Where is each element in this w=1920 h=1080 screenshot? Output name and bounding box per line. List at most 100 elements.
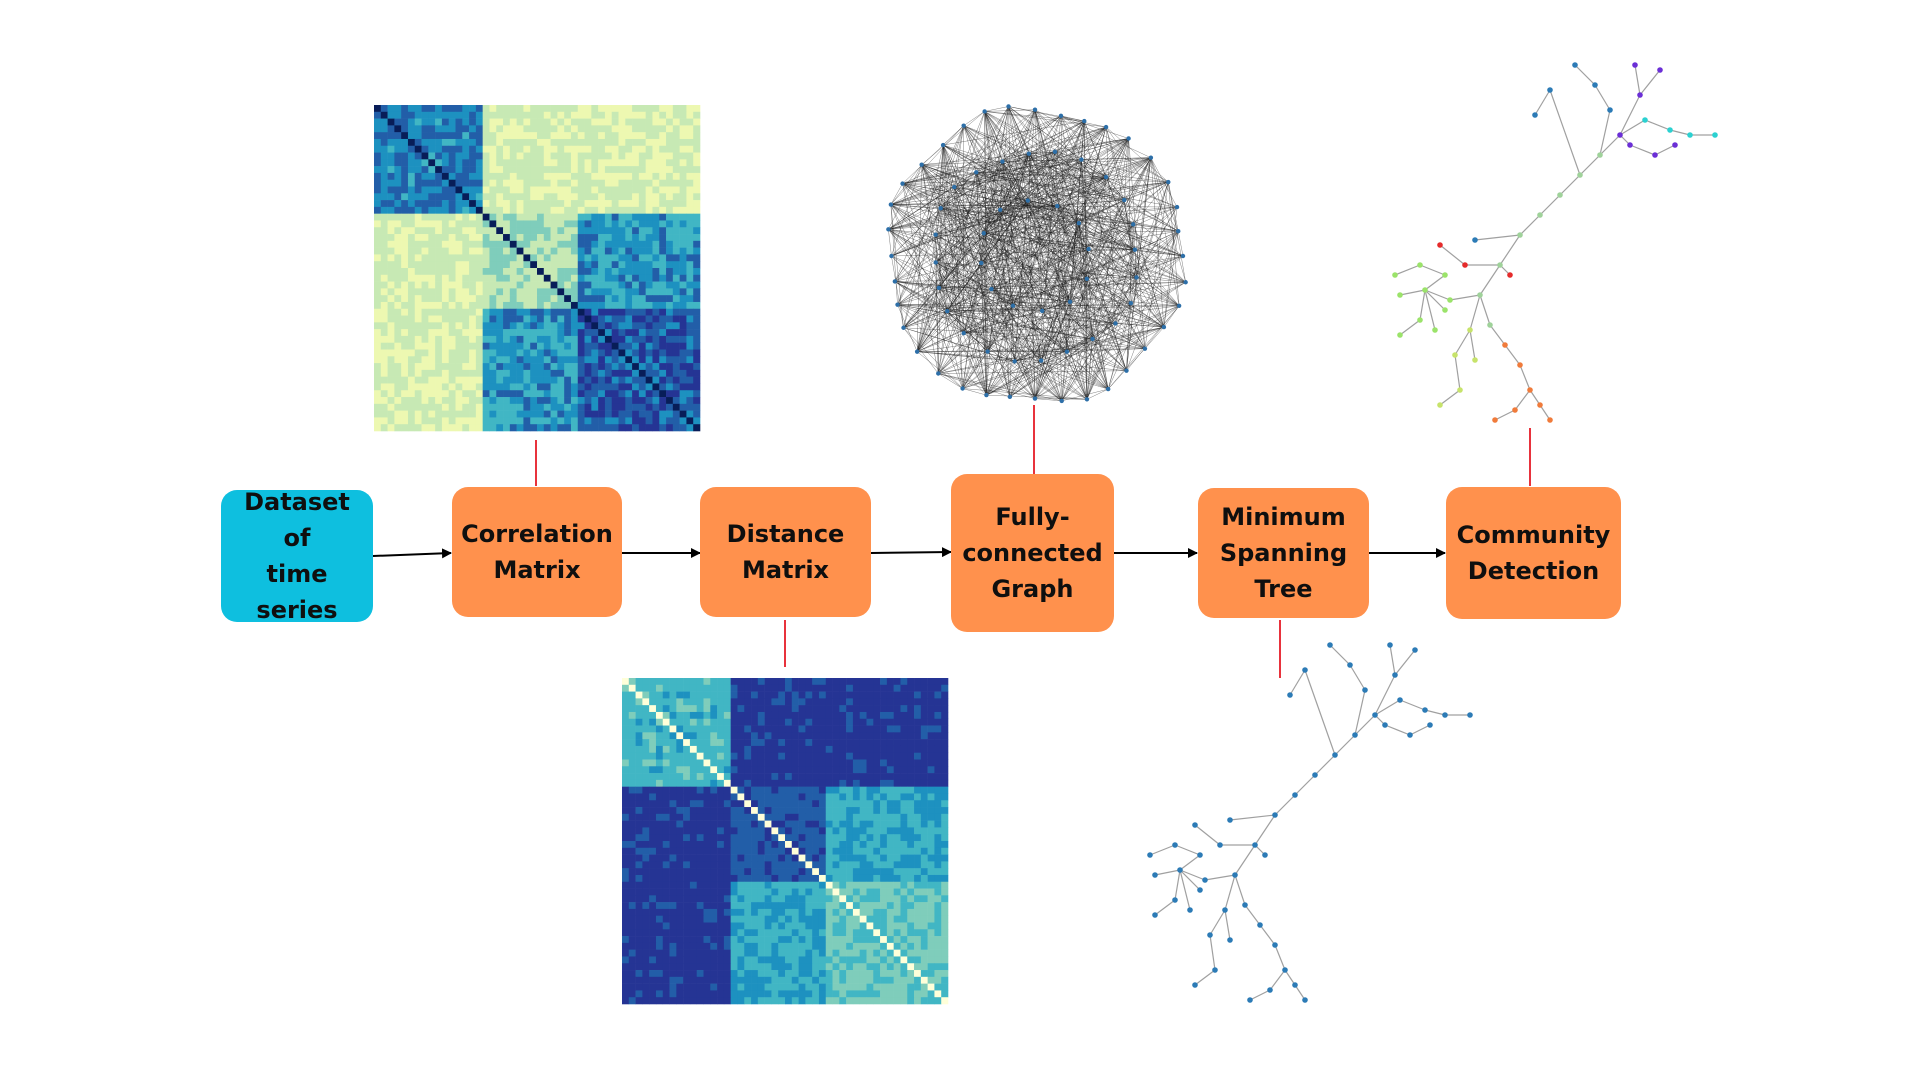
distance-heatmap-cell: [812, 874, 820, 883]
distance-heatmap-cell: [832, 779, 840, 787]
distance-heatmap-cell: [812, 827, 820, 835]
correlation-heatmap-cell: [496, 424, 504, 432]
correlation-heatmap-cell: [604, 118, 613, 126]
correlation-heatmap-cell: [380, 383, 388, 391]
distance-heatmap-cell: [771, 718, 779, 726]
correlation-heatmap-cell: [591, 172, 599, 181]
distance-heatmap-cell: [683, 949, 691, 957]
distance-heatmap-cell: [757, 698, 765, 706]
distance-heatmap-cell: [791, 997, 799, 1005]
distance-heatmap-cell: [825, 793, 833, 801]
distance-heatmap-cell: [662, 854, 670, 862]
distance-heatmap-cell: [791, 976, 799, 984]
distance-heatmap-cell: [825, 711, 833, 720]
correlation-heatmap-cell: [570, 193, 579, 201]
correlation-heatmap-cell: [557, 424, 565, 432]
distance-heatmap-cell: [839, 745, 847, 754]
graph-edge: [1069, 301, 1164, 328]
distance-heatmap-cell: [628, 949, 636, 957]
correlation-heatmap-cell: [509, 390, 517, 398]
correlation-heatmap-cell: [577, 247, 585, 255]
correlation-heatmap-cell: [394, 234, 402, 242]
distance-heatmap-cell: [655, 915, 664, 923]
correlation-heatmap-cell: [604, 247, 613, 255]
distance-heatmap-cell: [710, 711, 718, 720]
distance-heatmap-cell: [703, 908, 711, 917]
distance-heatmap-cell: [866, 827, 874, 835]
distance-heatmap-cell: [642, 718, 650, 726]
distance-heatmap-cell: [852, 759, 861, 767]
distance-heatmap-cell: [655, 874, 664, 883]
distance-heatmap-cell: [907, 997, 915, 1005]
correlation-heatmap-cell: [441, 329, 450, 337]
correlation-heatmap-cell: [686, 247, 694, 255]
correlation-heatmap-cell: [591, 397, 599, 405]
distance-heatmap-cell: [927, 902, 935, 910]
correlation-heatmap-cell: [638, 247, 646, 255]
correlation-heatmap-cell: [645, 159, 653, 167]
correlation-heatmap-cell: [543, 220, 551, 228]
correlation-heatmap-cell: [591, 301, 599, 310]
distance-heatmap-cell: [866, 739, 874, 747]
correlation-heatmap-cell: [482, 111, 490, 119]
correlation-heatmap-cell: [407, 254, 416, 262]
correlation-heatmap-cell: [638, 152, 646, 160]
graph-edge: [986, 360, 1042, 396]
distance-heatmap-cell: [764, 881, 772, 889]
correlation-heatmap-cell: [523, 179, 531, 187]
correlation-heatmap-cell: [469, 227, 477, 235]
distance-heatmap-cell: [907, 800, 915, 808]
distance-heatmap-cell: [873, 820, 881, 828]
distance-heatmap-cell: [744, 678, 752, 686]
distance-heatmap-cell: [920, 739, 928, 747]
graph-edge: [1009, 338, 1093, 398]
correlation-heatmap-cell: [638, 390, 646, 398]
correlation-heatmap-cell: [380, 315, 388, 323]
distance-heatmap-cell: [866, 956, 874, 964]
correlation-heatmap-cell: [407, 247, 416, 255]
correlation-heatmap-cell: [598, 193, 606, 201]
distance-heatmap-cell: [812, 847, 820, 855]
correlation-heatmap-cell: [462, 322, 470, 330]
distance-heatmap-cell: [730, 922, 738, 930]
correlation-heatmap-cell: [448, 349, 456, 357]
distance-heatmap-cell: [873, 997, 881, 1005]
correlation-heatmap-cell: [401, 159, 409, 167]
distance-heatmap-cell: [914, 929, 922, 937]
correlation-heatmap-cell: [598, 288, 606, 296]
distance-heatmap-cell: [622, 779, 630, 787]
correlation-heatmap-cell: [428, 261, 436, 269]
correlation-heatmap-cell: [421, 159, 429, 167]
distance-heatmap-cell: [934, 949, 942, 957]
distance-heatmap-cell: [934, 956, 942, 964]
correlation-heatmap-cell: [686, 220, 694, 228]
distance-heatmap-cell: [622, 752, 630, 760]
correlation-heatmap-cell: [387, 274, 395, 282]
correlation-heatmap-cell: [448, 227, 456, 235]
distance-heatmap-cell: [757, 990, 765, 998]
correlation-heatmap-cell: [421, 268, 429, 276]
correlation-heatmap-cell: [577, 118, 585, 126]
distance-heatmap-cell: [635, 970, 643, 978]
correlation-heatmap-cell: [537, 125, 545, 133]
correlation-heatmap-cell: [435, 145, 443, 153]
distance-heatmap-cell: [717, 936, 725, 944]
distance-heatmap-cell: [798, 718, 806, 726]
distance-heatmap-cell: [730, 861, 738, 869]
distance-heatmap-cell: [941, 732, 949, 740]
distance-heatmap-cell: [703, 922, 711, 930]
distance-heatmap-cell: [778, 881, 786, 889]
correlation-heatmap-cell: [394, 159, 402, 167]
distance-heatmap-cell: [785, 997, 793, 1005]
distance-heatmap-cell: [785, 779, 793, 787]
correlation-heatmap-cell: [414, 138, 422, 147]
graph-edge: [938, 373, 1062, 402]
distance-heatmap-cell: [676, 718, 684, 726]
correlation-heatmap-cell: [564, 342, 572, 350]
correlation-heatmap-cell: [374, 369, 382, 377]
correlation-heatmap-cell: [550, 220, 558, 228]
distance-heatmap-cell: [785, 773, 793, 781]
correlation-heatmap-cell: [591, 268, 599, 276]
correlation-heatmap-cell: [577, 159, 585, 167]
distance-heatmap-cell: [778, 820, 786, 828]
